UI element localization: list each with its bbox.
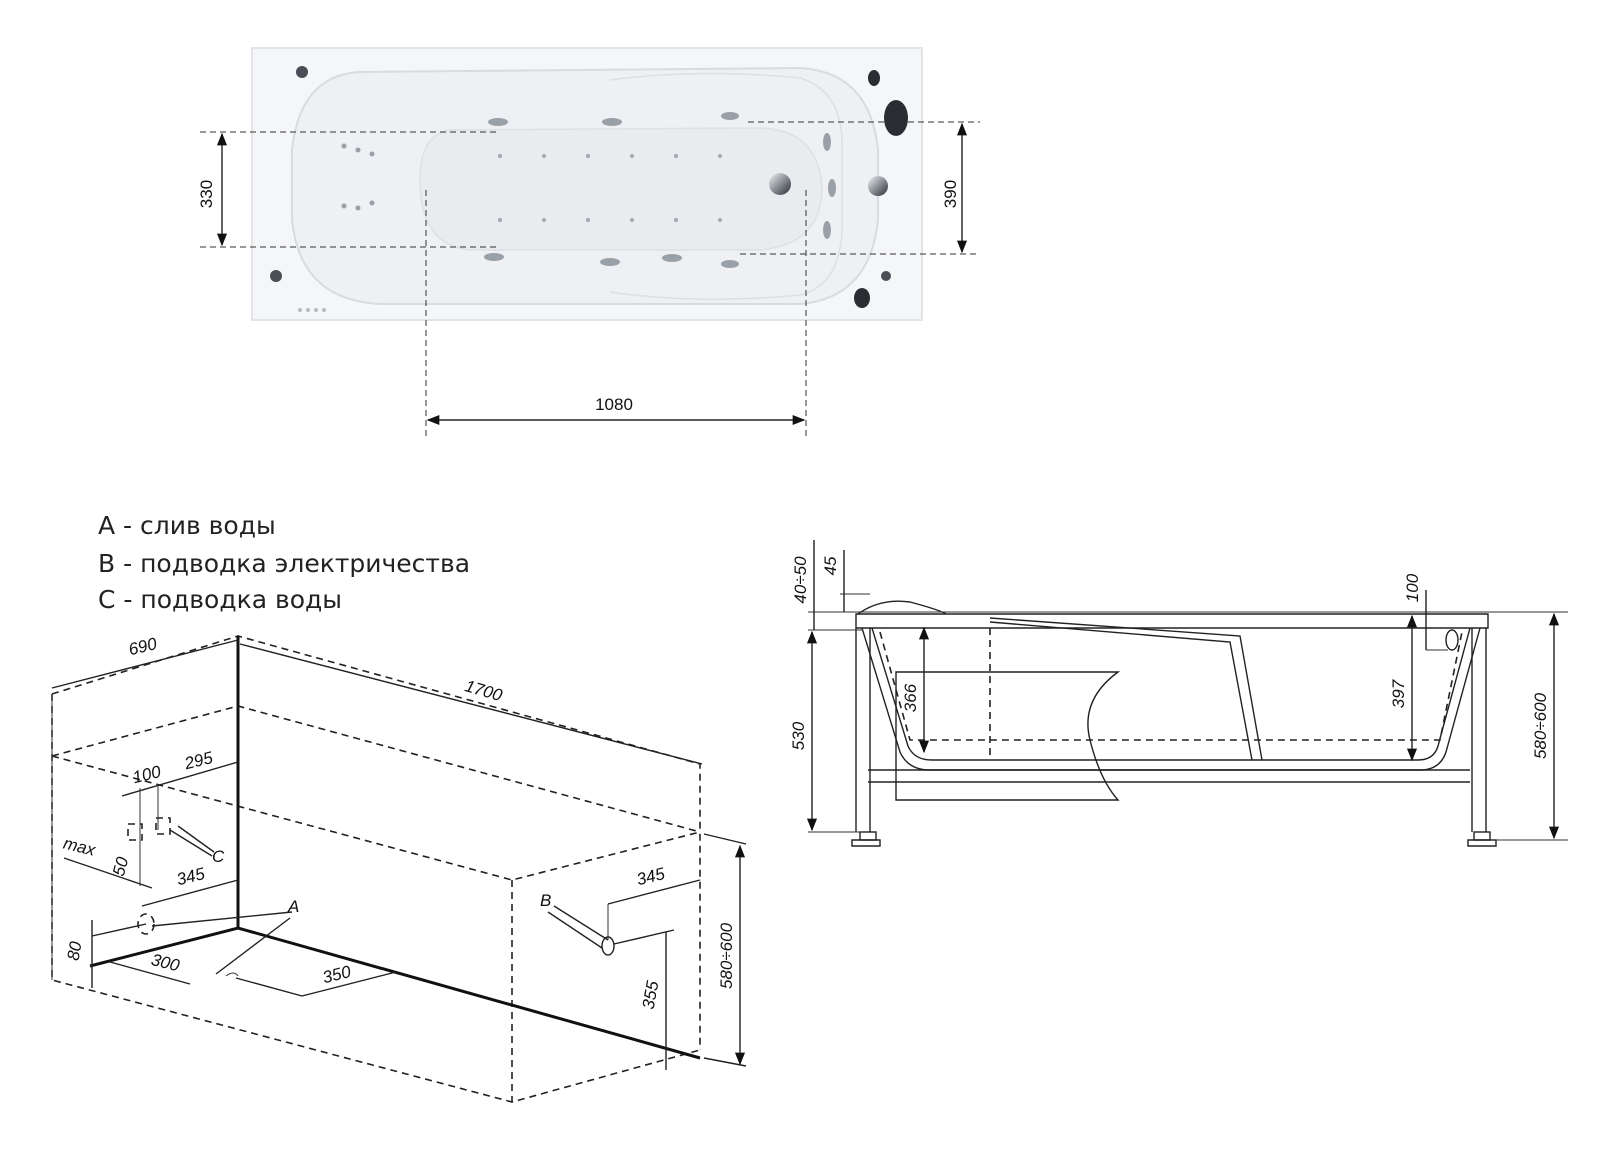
dim-690: 690 bbox=[127, 634, 160, 659]
dim-330: 330 bbox=[197, 180, 216, 208]
tub-bottom-outline bbox=[419, 127, 823, 251]
dim-100-side: 100 bbox=[1403, 573, 1422, 602]
dim-50: 50 bbox=[109, 854, 132, 878]
knob-icon bbox=[881, 271, 891, 281]
dim-397: 397 bbox=[1389, 679, 1408, 708]
label-b: B bbox=[540, 891, 551, 910]
drain-icon bbox=[769, 173, 791, 195]
dim-1700: 1700 bbox=[463, 676, 505, 705]
dim-580-600-side: 580÷600 bbox=[1531, 692, 1550, 759]
knob-icon bbox=[296, 66, 308, 78]
dim-40-50: 40÷50 bbox=[791, 556, 810, 604]
jets bbox=[341, 112, 836, 268]
label-a: A bbox=[287, 897, 299, 916]
legend: A - слив воды B - подводка электричества… bbox=[98, 511, 470, 614]
dim-345-left: 345 bbox=[175, 864, 208, 889]
label-c: C bbox=[212, 847, 225, 866]
dim-45: 45 bbox=[821, 556, 840, 575]
tub-headrest bbox=[609, 72, 843, 301]
legend-a: A - слив воды bbox=[98, 511, 276, 540]
air-jet-dots bbox=[498, 154, 722, 222]
dim-580-600-iso: 580÷600 bbox=[717, 922, 736, 989]
handle-icon bbox=[854, 288, 870, 308]
dim-1080: 1080 bbox=[595, 395, 633, 414]
handle-icon bbox=[884, 100, 908, 136]
legend-b: B - подводка электричества bbox=[98, 549, 470, 578]
dim-300: 300 bbox=[149, 950, 182, 975]
overflow-icon bbox=[868, 176, 888, 196]
dim-80: 80 bbox=[64, 940, 86, 962]
dim-355: 355 bbox=[639, 979, 663, 1011]
knob-icon bbox=[270, 270, 282, 282]
dim-100: 100 bbox=[131, 762, 164, 787]
handle-icon bbox=[868, 70, 880, 86]
dim-345-right: 345 bbox=[635, 864, 668, 889]
legend-c: C - подводка воды bbox=[98, 585, 342, 614]
dim-366: 366 bbox=[901, 683, 920, 712]
side-view: 40÷50 45 530 366 100 397 580÷600 bbox=[789, 540, 1568, 847]
top-view: 330 390 1080 bbox=[197, 47, 980, 438]
dim-390: 390 bbox=[941, 180, 960, 208]
dim-max: max bbox=[61, 834, 97, 860]
control-panel-icon bbox=[298, 308, 326, 312]
dim-530: 530 bbox=[789, 721, 808, 750]
iso-view: 690 1700 100 295 C max 50 345 A 80 300 3… bbox=[51, 634, 747, 1103]
